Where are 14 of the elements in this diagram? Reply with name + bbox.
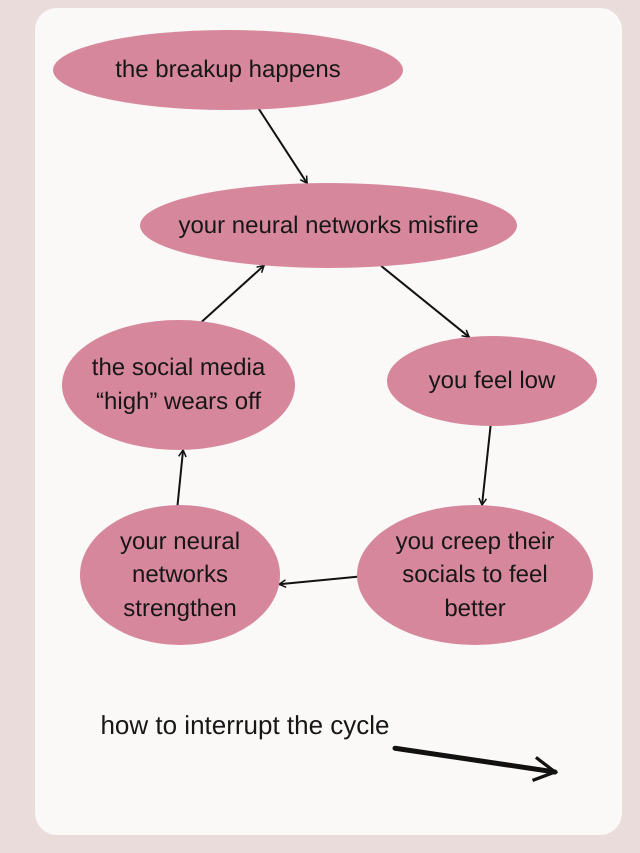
node-text: you creep their socials to feel better	[394, 526, 556, 624]
arrow	[258, 108, 308, 184]
arrow	[380, 265, 470, 338]
node-text: the breakup happens	[115, 55, 341, 86]
node-text: your neural networks strengthen	[118, 526, 242, 624]
node-text: the social media “high” wears off	[90, 353, 266, 417]
arrow	[201, 264, 266, 322]
arrow	[278, 576, 358, 588]
arrow	[392, 746, 558, 782]
arrow	[478, 425, 492, 506]
arrow	[176, 448, 187, 506]
caption-text: how to interrupt the cycle	[100, 709, 390, 742]
node-text: you feel low	[428, 366, 556, 396]
node-text: your neural networks misfire	[178, 210, 479, 241]
